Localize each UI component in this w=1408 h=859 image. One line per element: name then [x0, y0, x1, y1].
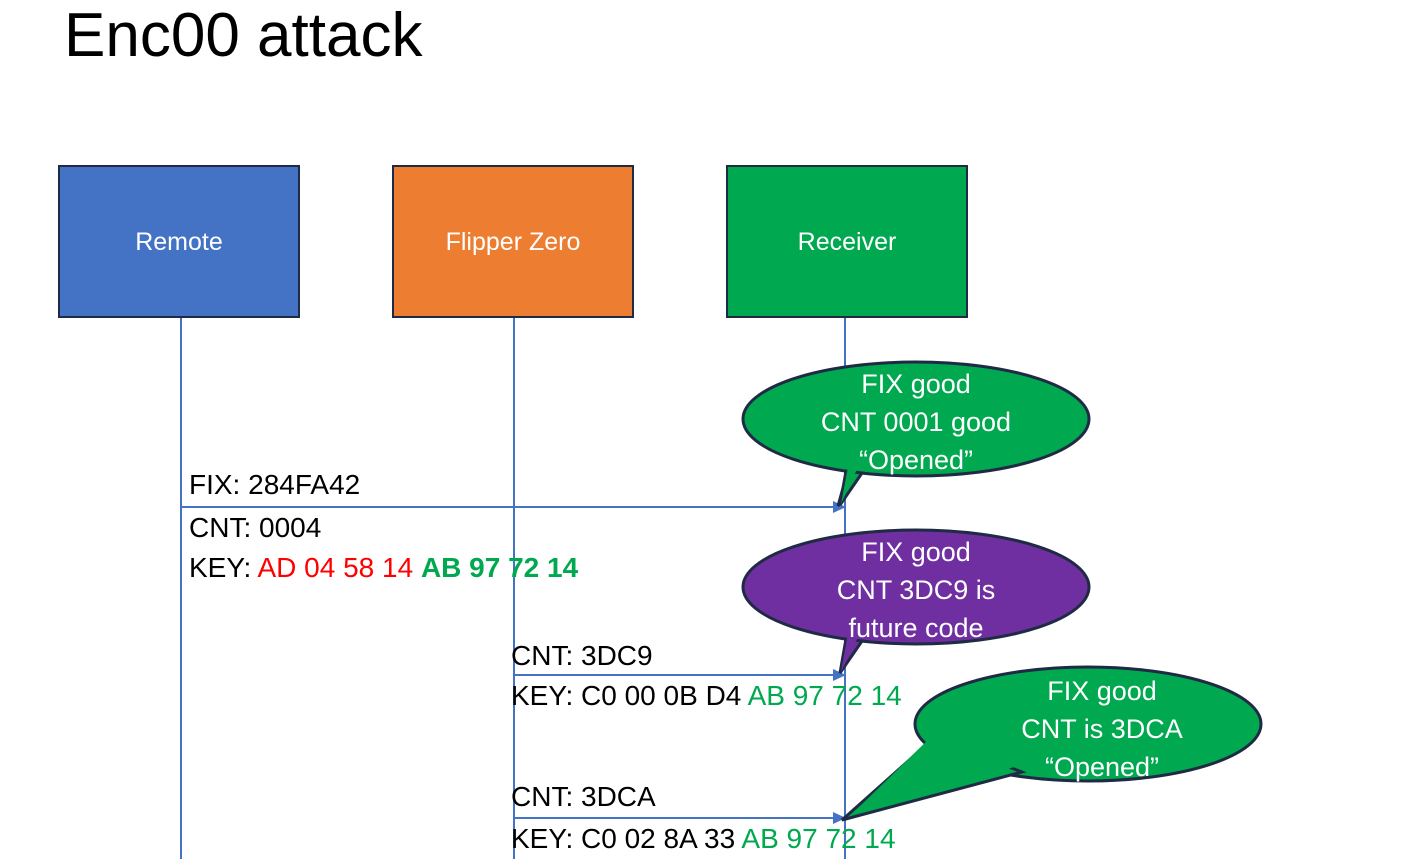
message-label-key-3dc9: KEY: C0 00 0B D4 AB 97 72 14 — [511, 676, 902, 716]
actor-label-remote: Remote — [135, 227, 223, 256]
key-green-part: AB 97 72 14 — [741, 823, 896, 854]
callout-shape-1 — [741, 360, 1091, 507]
actor-box-receiver[interactable]: Receiver — [726, 165, 968, 318]
key-green-part: AB 97 72 14 — [420, 552, 579, 583]
actor-label-receiver: Receiver — [797, 227, 897, 256]
message-label-key-3dca: KEY: C0 02 8A 33 AB 97 72 14 — [511, 819, 896, 859]
message-label-cnt-3dc9: CNT: 3DC9 — [511, 640, 653, 671]
callout-bubble-fix-good-cnt-3dca: FIX good CNT is 3DCA “Opened” — [841, 660, 1263, 822]
actor-label-flipper-zero: Flipper Zero — [445, 227, 581, 256]
message-label-cnt-3dca: CNT: 3DCA — [511, 781, 656, 812]
callout-bubble-fix-good-cnt-0001: FIX good CNT 0001 good “Opened” — [741, 347, 1091, 507]
message-line-key: KEY: AD 04 58 14 AB 97 72 14 — [189, 548, 578, 588]
page-title: Enc00 attack — [64, 1, 423, 70]
message-label-fix: FIX: 284FA42 — [189, 469, 361, 500]
actor-box-flipper-zero[interactable]: Flipper Zero — [392, 165, 634, 318]
key-prefix: KEY: C0 02 8A 33 — [511, 823, 742, 854]
key-prefix: KEY: — [189, 552, 258, 583]
callout-shape-3 — [841, 665, 1263, 822]
lifeline-remote — [180, 318, 182, 859]
message-line-cnt: CNT: 0004 — [189, 512, 322, 543]
key-green-part: AB 97 72 14 — [747, 680, 902, 711]
lifeline-flipper-zero — [513, 318, 515, 859]
callout-shape-2 — [741, 528, 1091, 674]
message-arrow-flipper-to-receiver-1 — [514, 669, 846, 681]
key-red-part: AD 04 58 14 — [257, 552, 421, 583]
key-prefix: KEY: C0 00 0B D4 — [511, 680, 748, 711]
message-arrow-remote-to-receiver-1 — [181, 501, 846, 513]
callout-bubble-fix-good-cnt-3dc9-future: FIX good CNT 3DC9 is future code — [741, 515, 1091, 675]
actor-box-remote[interactable]: Remote — [58, 165, 300, 318]
message-label-cnt-0004: CNT: 0004 KEY: AD 04 58 14 AB 97 72 14 — [189, 508, 578, 588]
